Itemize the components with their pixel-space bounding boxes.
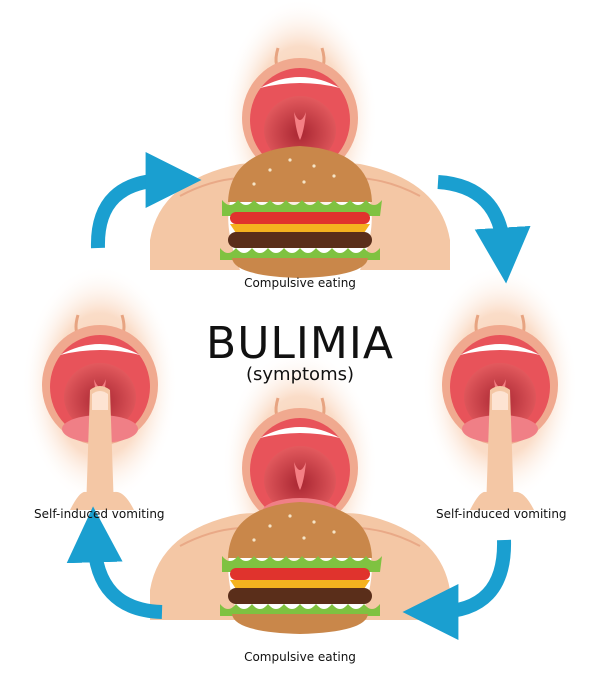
top-stage-illustration — [149, 0, 451, 278]
arrow-right-to-bottom — [402, 539, 512, 640]
arrow-bottom-to-left — [66, 506, 163, 619]
left-stage-illustration — [20, 263, 180, 510]
label-right-self-induced-vomiting: Self-induced vomiting — [436, 507, 567, 521]
right-stage-illustration — [420, 263, 580, 510]
label-bottom-compulsive-eating: Compulsive eating — [244, 650, 356, 664]
diagram-subtitle: (symptoms) — [245, 364, 355, 385]
arrow-left-to-top — [90, 152, 202, 249]
bottom-stage-illustration — [149, 346, 451, 634]
label-top-compulsive-eating: Compulsive eating — [244, 276, 356, 290]
label-left-self-induced-vomiting: Self-induced vomiting — [34, 507, 165, 521]
diagram-title: BULIMIA — [206, 318, 394, 369]
arrow-top-to-right — [437, 175, 531, 284]
